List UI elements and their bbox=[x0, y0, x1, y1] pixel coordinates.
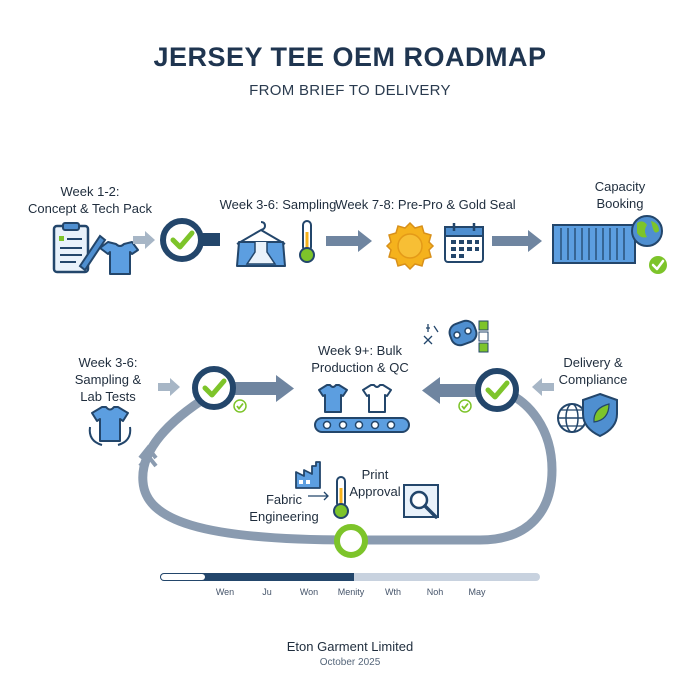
loop-label-sampling: Week 3-6: Sampling & Lab Tests bbox=[68, 354, 148, 405]
thermometer-icon bbox=[333, 476, 349, 519]
flow-arrow-icon bbox=[492, 230, 542, 252]
loop-label-line: Delivery & bbox=[563, 355, 623, 370]
timeline-tick-labels: Wen Ju Won Menity Wth Noh May bbox=[0, 587, 700, 601]
loop-label-line: Sampling & bbox=[74, 372, 142, 387]
factory-icon bbox=[295, 461, 329, 501]
loop-label-line: Fabric bbox=[265, 492, 303, 507]
loop-label-line: Lab Tests bbox=[80, 389, 136, 404]
step-label-line: Capacity bbox=[594, 179, 646, 194]
flow-arrow-icon bbox=[158, 378, 180, 396]
loop-label-line: Production & QC bbox=[311, 360, 409, 375]
step-label-concept: Week 1-2: Concept & Tech Pack bbox=[20, 183, 160, 217]
loop-label-print: Print Approval bbox=[345, 466, 405, 500]
loop-label-bulk: Week 9+: Bulk Production & QC bbox=[300, 342, 420, 376]
lab-settings-icon bbox=[423, 319, 489, 353]
loop-label-line: Engineering bbox=[249, 509, 319, 524]
step-label-line: Concept & Tech Pack bbox=[27, 201, 153, 216]
loop-label-line: Week 3-6: bbox=[78, 355, 138, 370]
timeline-tick-label: Won bbox=[299, 587, 319, 597]
check-milestone-icon bbox=[192, 366, 294, 410]
page-title: JERSEY TEE OEM ROADMAP bbox=[153, 42, 547, 72]
step-label-sampling: Week 3-6: Sampling bbox=[219, 197, 337, 212]
tshirt-cycle-icon bbox=[88, 406, 132, 446]
conveyor-production-icon bbox=[314, 384, 410, 433]
thermometer-icon bbox=[299, 220, 315, 263]
tech-pack-clipboard-icon bbox=[52, 222, 139, 275]
timeline-tick-label: Menity bbox=[337, 587, 365, 597]
loop-label-fabric: Fabric Engineering bbox=[244, 491, 324, 525]
step-label-line: Week 1-2: bbox=[60, 184, 120, 199]
check-milestone-icon bbox=[422, 368, 519, 412]
flow-arrow-icon bbox=[133, 231, 155, 249]
small-check-icon bbox=[233, 399, 247, 413]
garment-hanger-icon bbox=[236, 221, 286, 267]
timeline-tick-label: Wen bbox=[215, 587, 235, 597]
loop-label-line: Approval bbox=[349, 484, 401, 499]
timeline-tick-label: Wth bbox=[384, 587, 401, 597]
report-date: October 2025 bbox=[319, 657, 381, 668]
loop-label-line: Print bbox=[361, 467, 389, 482]
calendar-icon bbox=[444, 223, 484, 263]
timeline-bar bbox=[160, 573, 540, 581]
flow-arrow-icon bbox=[326, 230, 372, 252]
shipping-container-icon bbox=[552, 215, 667, 274]
timeline-start-segment bbox=[161, 574, 205, 580]
check-milestone-icon bbox=[160, 218, 220, 262]
page-subtitle: FROM BRIEF TO DELIVERY bbox=[249, 82, 451, 99]
magnifier-inspection-icon bbox=[403, 484, 439, 519]
loop-label-line: Week 9+: Bulk bbox=[318, 343, 402, 358]
step-label-prepro: Week 7-8: Pre-Pro & Gold Seal bbox=[335, 197, 516, 212]
timeline-tick-label: May bbox=[468, 587, 486, 597]
timeline-progress-fill bbox=[160, 573, 355, 581]
gold-seal-icon bbox=[385, 221, 435, 271]
loop-label-line: Compliance bbox=[558, 372, 628, 387]
loop-label-delivery: Delivery & Compliance bbox=[548, 354, 638, 388]
globe-shield-icon bbox=[557, 392, 618, 438]
timeline-tick-label: Noh bbox=[426, 587, 444, 597]
timeline-tick-label: Ju bbox=[262, 587, 272, 597]
current-milestone-ring bbox=[334, 524, 368, 558]
flow-arrow-left-icon bbox=[532, 378, 554, 396]
step-label-line: Booking bbox=[596, 196, 644, 211]
step-label-capacity: Capacity Booking bbox=[575, 178, 665, 212]
company-name: Eton Garment Limited bbox=[286, 639, 414, 654]
small-check-icon bbox=[458, 399, 472, 413]
